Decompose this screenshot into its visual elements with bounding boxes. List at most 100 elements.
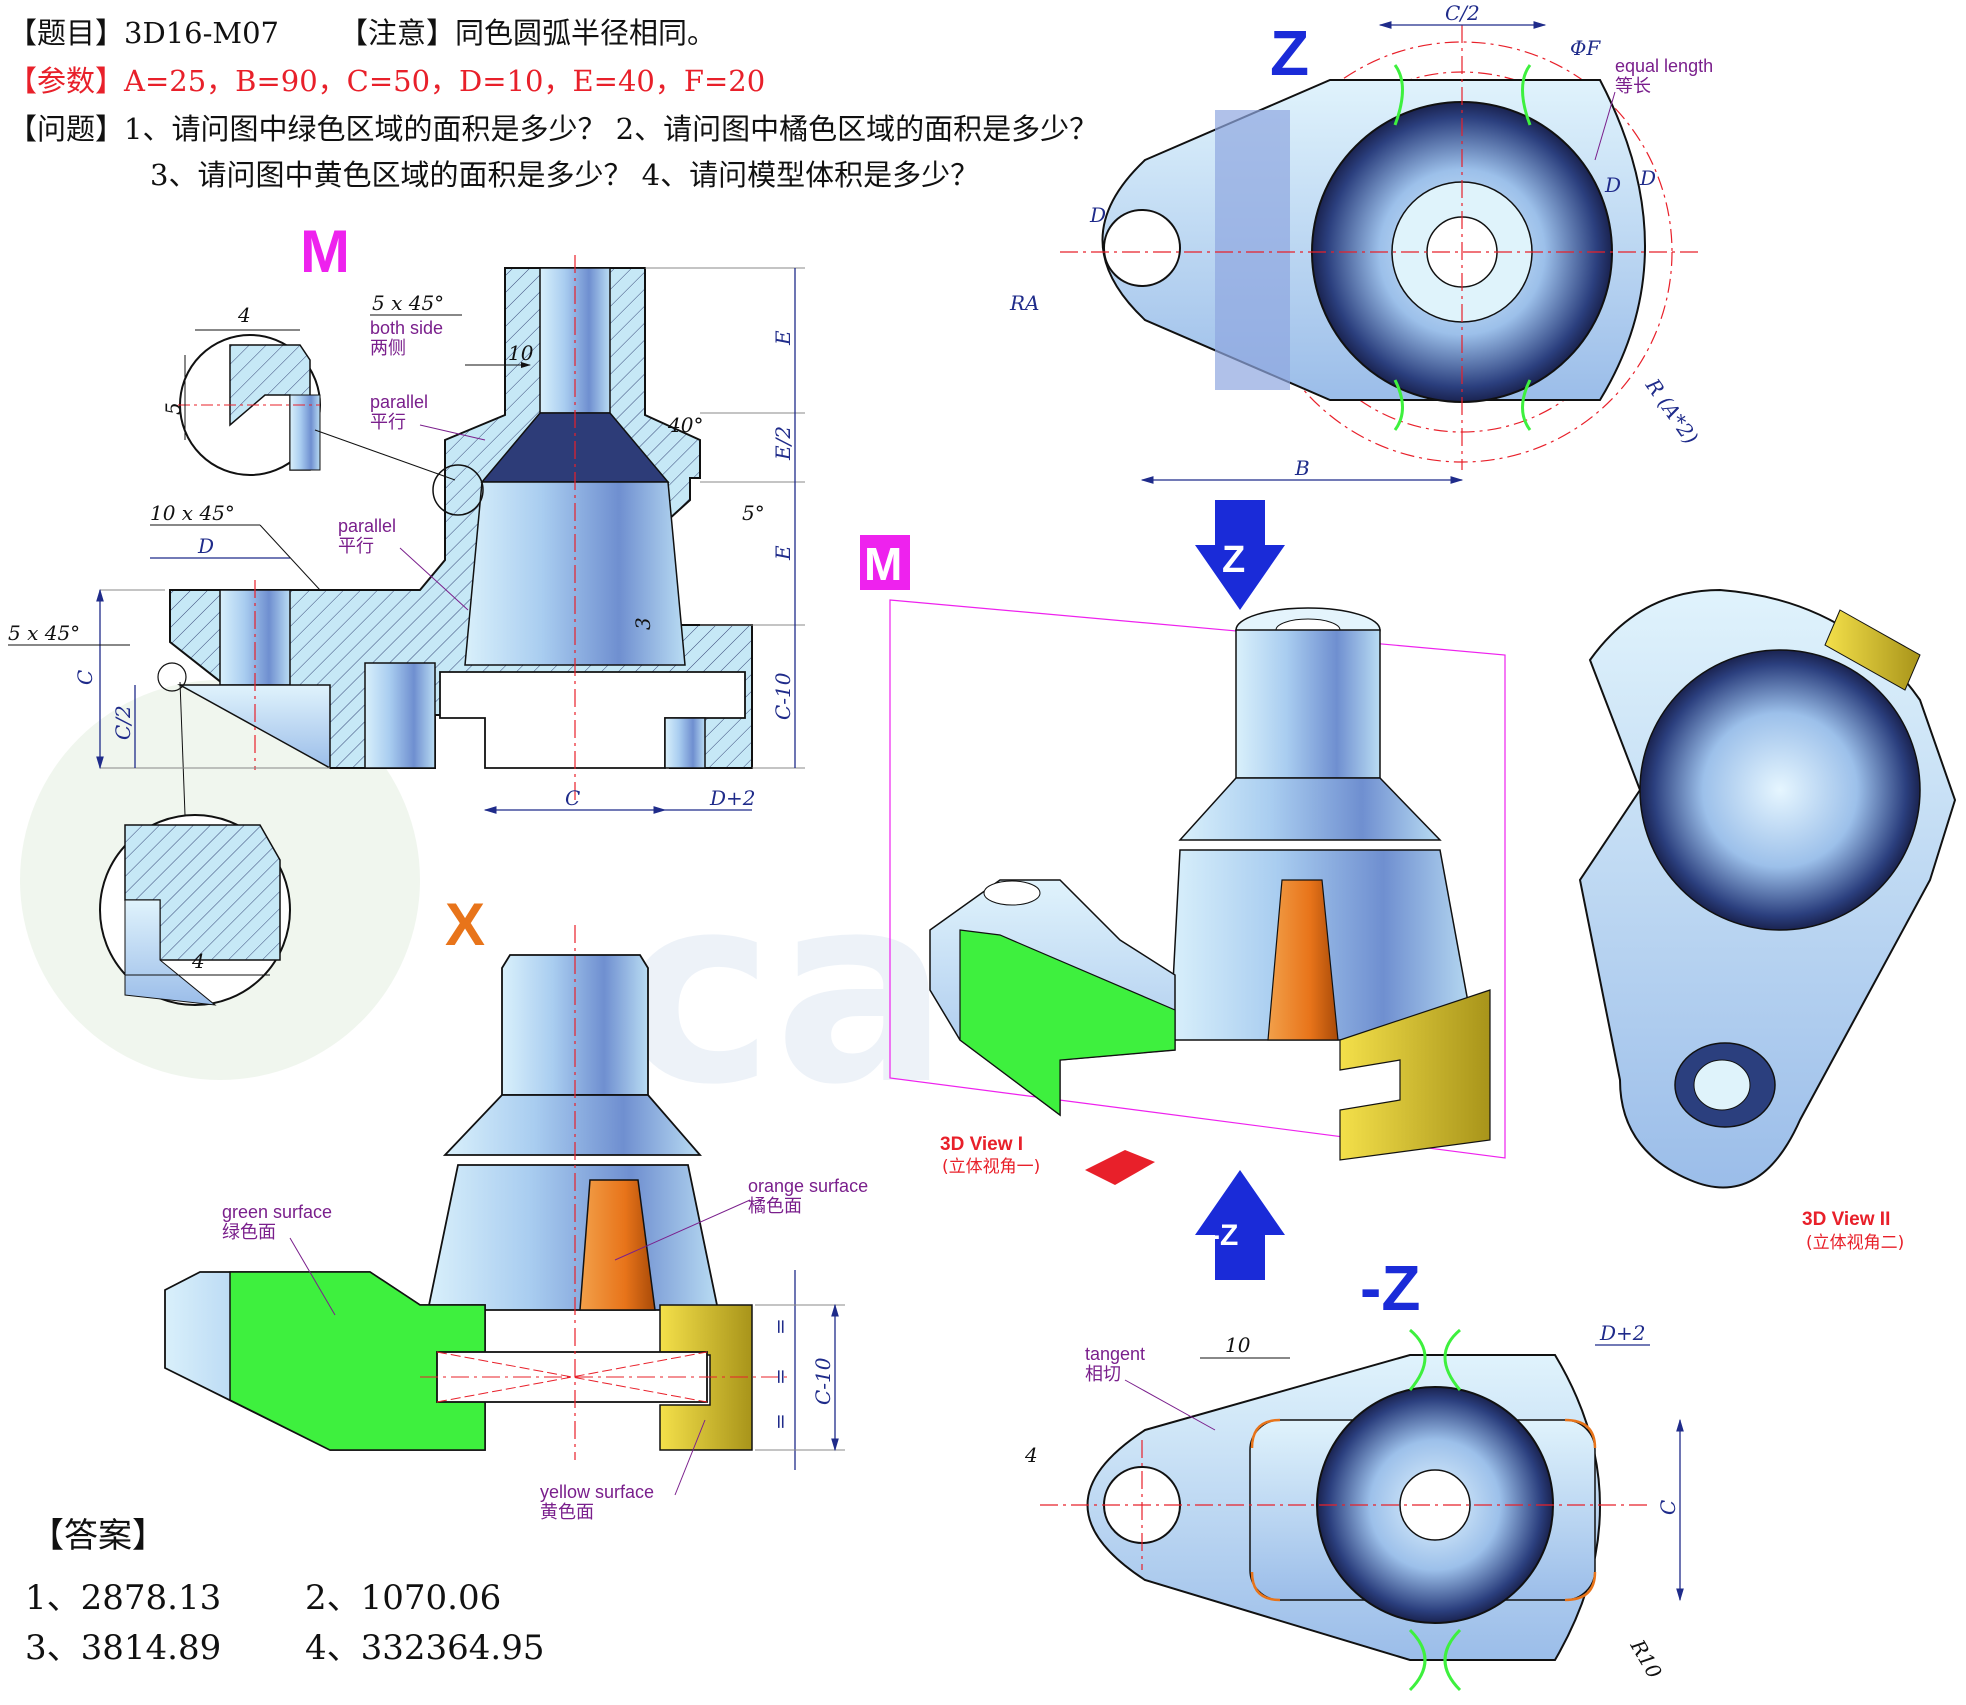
note-green-en: green surface bbox=[222, 1202, 332, 1222]
note-orange-cn: 橘色面 bbox=[748, 1196, 802, 1216]
dim-40-degree: 40° bbox=[667, 413, 703, 437]
section-m-left-step bbox=[364, 662, 436, 769]
title-line: 【题目】3D16-M07 【注意】同色圆弧半径相同。 bbox=[8, 10, 716, 52]
detail-circle-top bbox=[178, 334, 484, 516]
problem-id: 【题目】3D16-M07 bbox=[8, 16, 279, 50]
3d-green-surface bbox=[959, 929, 1176, 1117]
z-dim-d-left: D bbox=[1089, 203, 1106, 227]
questions-line-1: 【问题】1、请问图中绿色区域的面积是多少？ 2、请问图中橘色区域的面积是多少？ bbox=[8, 106, 1098, 148]
orange-surface bbox=[579, 1179, 656, 1311]
view-label-m: M bbox=[300, 218, 350, 285]
x-dimensions: C-10 = = = bbox=[755, 1270, 845, 1470]
bottom-view-negz bbox=[1040, 1328, 1650, 1692]
view1-label-en: 3D View I bbox=[940, 1134, 1023, 1155]
params-values: A=25，B=90，C=50，D=10，E=40，F=20 bbox=[124, 64, 766, 98]
view-label-x: X bbox=[445, 891, 485, 958]
dim-e-2: E bbox=[771, 545, 795, 561]
view-label-negz: -Z bbox=[1360, 1252, 1420, 1324]
arrow-negz-indicator: -Z bbox=[1195, 1170, 1285, 1280]
section-m-notes: 5 x 45° both side 两侧 parallel 平行 paralle… bbox=[8, 291, 486, 646]
negz-dim-r10: R10 bbox=[1625, 1635, 1667, 1683]
x-cone bbox=[442, 1094, 702, 1156]
z-side-band bbox=[1215, 110, 1290, 390]
svg-text:ca: ca bbox=[620, 840, 950, 1142]
dim-c-half: C/2 bbox=[111, 705, 135, 740]
z-dim-d-2: D bbox=[1639, 166, 1656, 190]
dim-e-half: E/2 bbox=[771, 426, 795, 461]
z-dim-c-half: C/2 bbox=[1445, 1, 1480, 25]
answer-title: 【答案】 bbox=[30, 1516, 166, 1556]
answer-4: 4、332364.95 bbox=[305, 1628, 545, 1668]
3d-view-2: 3D View II (立体视角二) bbox=[1578, 588, 1957, 1253]
note-tangent-cn: 相切 bbox=[1085, 1364, 1121, 1384]
dim-5-detail: 5 bbox=[161, 402, 185, 415]
dim-c-left: C bbox=[73, 670, 97, 685]
note-chamfer-5-flange: 5 x 45° bbox=[8, 621, 80, 645]
note-yellow-cn: 黄色面 bbox=[540, 1502, 594, 1522]
dim-3: 3 bbox=[631, 617, 655, 630]
note-tangent-en: tangent bbox=[1085, 1344, 1145, 1364]
dim-c-bottom: C bbox=[565, 786, 580, 810]
questions-line-2: 3、请问图中黄色区域的面积是多少？ 4、请问模型体积是多少？ bbox=[150, 158, 980, 192]
top-view-z bbox=[1060, 25, 1700, 470]
problem-note: 【注意】同色圆弧半径相同。 bbox=[339, 16, 717, 50]
negz-dim-c: C bbox=[1656, 1500, 1680, 1515]
note-chamfer-10: 10 x 45° bbox=[150, 501, 235, 525]
z-dim-b: B bbox=[1294, 456, 1310, 480]
3d-yellow-surface bbox=[1339, 989, 1491, 1161]
view1-label-cn: (立体视角一) bbox=[942, 1157, 1040, 1177]
section-m-dimensions: E E/2 E C-10 C D+2 C C/2 D 10 4 5 4 40 bbox=[73, 267, 805, 976]
arrow-z-label: Z bbox=[1222, 539, 1245, 581]
section-m-right-step bbox=[664, 717, 706, 769]
detail-circle-bottom bbox=[99, 662, 291, 1006]
negz-dim-d-plus-2: D+2 bbox=[1599, 1321, 1646, 1345]
dim-d-plus-2: D+2 bbox=[709, 786, 756, 810]
dim-d-flange: D bbox=[197, 534, 214, 558]
x-dim-eq-2: = bbox=[768, 1368, 792, 1385]
z-dim-r-a2: R (A*2) bbox=[1640, 373, 1703, 448]
section-view-m bbox=[169, 255, 753, 800]
note-parallel-en-1: parallel bbox=[370, 392, 428, 412]
view2-label-cn: (立体视角二) bbox=[1806, 1233, 1904, 1253]
z-dim-d-1: D bbox=[1604, 173, 1621, 197]
answer-1: 1、2878.13 bbox=[25, 1578, 222, 1618]
note-equal-en: equal length bbox=[1615, 56, 1713, 76]
questions-1-2: 1、请问图中绿色区域的面积是多少？ 2、请问图中橘色区域的面积是多少？ bbox=[124, 112, 1099, 146]
arrow-z-indicator: Z bbox=[1195, 500, 1285, 610]
note-orange-en: orange surface bbox=[748, 1176, 868, 1196]
note-parallel-cn-1: 平行 bbox=[370, 412, 406, 432]
z-flange-hole bbox=[1103, 209, 1181, 287]
3d-orange-surface bbox=[1267, 879, 1339, 1041]
x-direction-marker bbox=[1085, 1150, 1155, 1185]
note-parallel-en-2: parallel bbox=[338, 516, 396, 536]
negz-dim-10: 10 bbox=[1225, 1333, 1251, 1357]
dim-c-10: C-10 bbox=[771, 672, 795, 720]
view2-label-en: 3D View II bbox=[1802, 1209, 1890, 1230]
negz-dimensions: 10 D+2 4 C R10 tangent 相切 bbox=[1024, 1321, 1684, 1683]
note-both-side-cn: 两侧 bbox=[370, 338, 406, 358]
x-dim-eq-1: = bbox=[768, 1318, 792, 1335]
x-body bbox=[426, 1164, 720, 1311]
questions-label: 【问题】 bbox=[8, 112, 125, 146]
dim-4-detail-bottom: 4 bbox=[191, 949, 205, 973]
note-parallel-cn-2: 平行 bbox=[338, 536, 374, 556]
note-green-cn: 绿色面 bbox=[222, 1222, 276, 1242]
3d-view-1: M 3D View I (立体视角一) bbox=[860, 535, 1506, 1185]
dim-e-1: E bbox=[771, 330, 795, 346]
dim-4-detail-top: 4 bbox=[237, 303, 251, 327]
view-label-z: Z bbox=[1270, 17, 1309, 89]
params-label: 【参数】 bbox=[8, 64, 125, 98]
answer-3: 3、3814.89 bbox=[25, 1628, 222, 1668]
note-equal-cn: 等长 bbox=[1615, 76, 1651, 96]
x-dim-eq-3: = bbox=[768, 1413, 792, 1430]
note-both-side-en: both side bbox=[370, 318, 443, 338]
z-dim-phi-f: ΦF bbox=[1570, 36, 1601, 60]
dim-5-degree: 5° bbox=[742, 501, 765, 525]
z-dim-ra: RA bbox=[1009, 291, 1040, 315]
answer-2: 2、1070.06 bbox=[305, 1578, 502, 1618]
front-view-x bbox=[164, 925, 790, 1460]
note-yellow-en: yellow surface bbox=[540, 1482, 654, 1502]
note-chamfer-5-both: 5 x 45° bbox=[372, 291, 444, 315]
